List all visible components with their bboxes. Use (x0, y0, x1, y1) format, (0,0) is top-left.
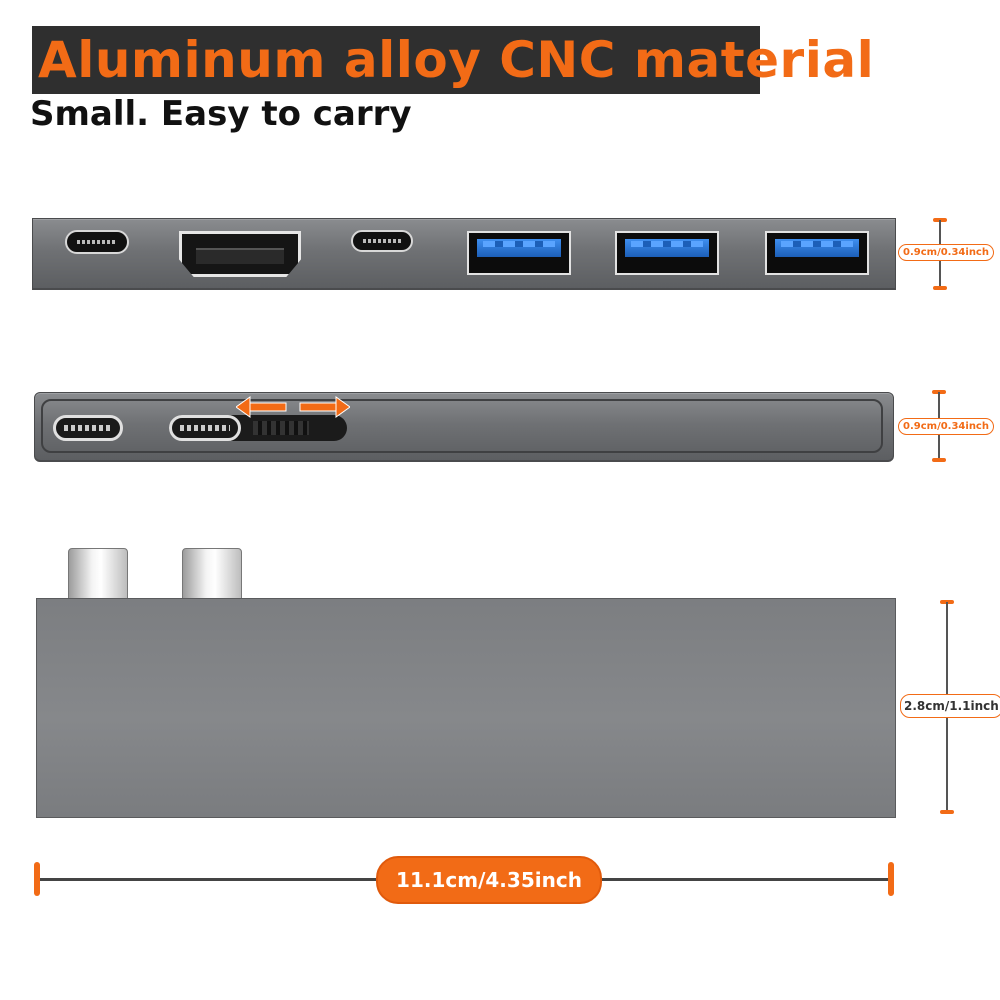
hub-side-view (34, 392, 894, 462)
hdmi-port-icon (179, 231, 301, 277)
thickness-label-side: 0.9cm/0.34inch (898, 418, 994, 435)
usb-a-port-icon (615, 231, 719, 275)
usb-c-plug-icon (182, 548, 242, 602)
usb-c-plug-side-icon (53, 415, 123, 441)
width-label: 2.8cm/1.1inch (900, 694, 1000, 718)
dimension-cap-bottom (940, 810, 954, 814)
usb-a-port-icon (467, 231, 571, 275)
page-title: Aluminum alloy CNC material (38, 31, 875, 89)
length-cap-right (888, 862, 894, 896)
hub-top-view (36, 598, 896, 818)
slider-grip (253, 421, 309, 435)
hub-front-view (32, 218, 896, 290)
title-bar (32, 26, 760, 94)
slide-right-arrow-icon (299, 396, 350, 418)
usb-c-port-icon (65, 230, 129, 254)
slider-track (169, 415, 347, 441)
length-cap-left (34, 862, 40, 896)
slide-left-arrow-icon (236, 396, 287, 418)
usb-c-port-icon (351, 230, 413, 252)
side-panel-inset (41, 399, 883, 453)
dimension-cap-bottom (932, 458, 946, 462)
dimension-cap-bottom (933, 286, 947, 290)
usb-c-plug-side-icon (169, 415, 241, 441)
page-subtitle: Small. Easy to carry (30, 94, 412, 134)
usb-c-plug-icon (68, 548, 128, 602)
length-label: 11.1cm/4.35inch (376, 856, 602, 904)
usb-a-port-icon (765, 231, 869, 275)
thickness-label-front: 0.9cm/0.34inch (898, 244, 994, 261)
